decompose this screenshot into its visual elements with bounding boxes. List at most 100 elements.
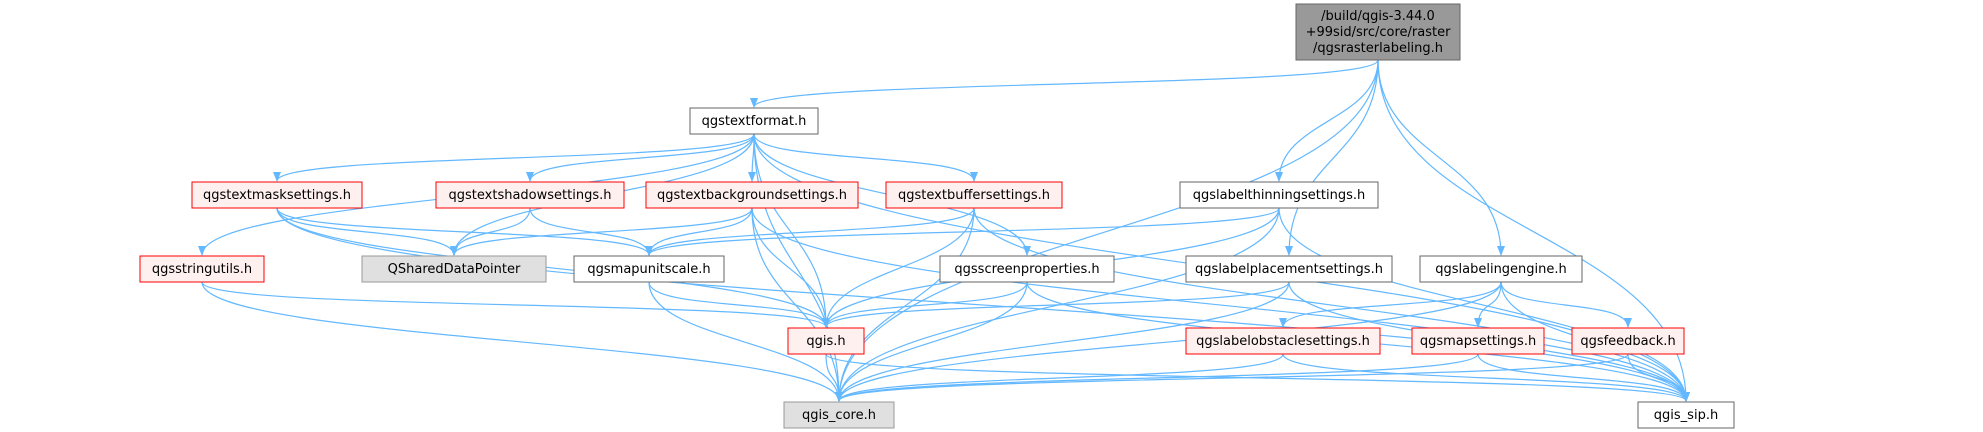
node-qshareddatapointer[interactable]: QSharedDataPointer [361, 255, 547, 283]
node-box-qgsfeedback[interactable] [1571, 327, 1685, 355]
node-label-qgis: qgis.h [806, 334, 845, 349]
edge-qgslabelthinningsettings-to-qgsmapunitscale [645, 207, 1280, 256]
edge-qgstextmasksettings-to-qgis_sip [276, 207, 1690, 402]
node-box-qgslabelingengine[interactable] [1419, 255, 1583, 283]
edge-qgsscreenproperties-to-qgis [822, 281, 1028, 328]
edge-qgsmapunitscale-to-qgis [648, 281, 830, 328]
node-box-qgstextformat[interactable] [689, 107, 819, 135]
edge-qgslabelingengine-to-qgslabelobstaclesettings [1279, 281, 1502, 328]
edge-qgstextbuffersettings-to-qgis_sip [973, 207, 1690, 402]
edge-qgslabelobstaclesettings-to-qgis_sip [1282, 353, 1690, 402]
edge-qgstextbackgroundsettings-to-qgis_core [751, 207, 843, 402]
edge-qgsmapsettings-to-qgis_sip [1477, 353, 1690, 402]
node-box-qgslabelplacementsettings[interactable] [1185, 255, 1393, 283]
node-box-qgstextmasksettings[interactable] [191, 181, 363, 209]
node-label-qgstextmasksettings: qgstextmasksettings.h [203, 188, 351, 203]
edge-root-to-qgstextformat [750, 59, 1379, 108]
node-root[interactable]: /build/qgis-3.44.0+99sid/src/core/raster… [1295, 3, 1461, 61]
node-label-qgis_sip: qgis_sip.h [1654, 408, 1718, 423]
node-label-qgsscreenproperties: qgsscreenproperties.h [954, 262, 1099, 277]
edge-qgstextformat-to-qgstextmasksettings [273, 133, 755, 182]
node-box-qgslabelobstaclesettings[interactable] [1185, 327, 1381, 355]
edge-qgslabelplacementsettings-to-qgis_core [835, 281, 1290, 402]
edge-qgsfeedback-to-qgis_sip [1627, 353, 1690, 402]
node-box-qgis[interactable] [787, 327, 865, 355]
node-qgsstringutils[interactable]: qgsstringutils.h [139, 255, 265, 283]
edge-qgstextbuffersettings-to-qgis [822, 207, 975, 328]
node-label-qgstextbackgroundsettings: qgstextbackgroundsettings.h [657, 188, 847, 203]
edge-root-to-qgslabelplacementsettings [1285, 59, 1379, 256]
node-label-qshareddatapointer: QSharedDataPointer [388, 262, 521, 277]
node-qgslabelobstaclesettings[interactable]: qgslabelobstaclesettings.h [1185, 327, 1381, 355]
nodes-layer: /build/qgis-3.44.0+99sid/src/core/raster… [139, 3, 1735, 429]
node-qgsscreenproperties[interactable]: qgsscreenproperties.h [939, 255, 1115, 283]
node-qgis_sip[interactable]: qgis_sip.h [1637, 401, 1735, 429]
edge-qgstextshadowsettings-to-qgsmapunitscale [529, 207, 653, 256]
node-box-root[interactable] [1295, 3, 1461, 61]
edge-qgslabelingengine-to-qgsfeedback [1500, 281, 1632, 328]
edge-qgstextmasksettings-to-qshareddatapointer [276, 207, 458, 256]
edge-qgstextbackgroundsettings-to-qgis [751, 207, 830, 328]
node-box-qgstextshadowsettings[interactable] [435, 181, 625, 209]
node-qgstextshadowsettings[interactable]: qgstextshadowsettings.h [435, 181, 625, 209]
node-label-qgsmapunitscale: qgsmapunitscale.h [587, 262, 710, 277]
node-qgis_core[interactable]: qgis_core.h [783, 401, 895, 429]
node-box-qgslabelthinningsettings[interactable] [1179, 181, 1379, 209]
edge-qgstextformat-to-qgis_core [753, 133, 843, 402]
node-label-qgslabelobstaclesettings: qgslabelobstaclesettings.h [1196, 334, 1370, 349]
node-box-qgis_sip[interactable] [1637, 401, 1735, 429]
node-qgstextformat[interactable]: qgstextformat.h [689, 107, 819, 135]
node-box-qgsmapsettings[interactable] [1411, 327, 1545, 355]
edge-root-to-qgslabelingengine [1377, 59, 1505, 256]
node-label-root: /qgsrasterlabeling.h [1313, 41, 1443, 56]
node-qgstextmasksettings[interactable]: qgstextmasksettings.h [191, 181, 363, 209]
node-label-qgstextformat: qgstextformat.h [702, 114, 807, 129]
node-qgsmapsettings[interactable]: qgsmapsettings.h [1411, 327, 1545, 355]
edge-qgstextbackgroundsettings-to-qgis_sip [751, 207, 1690, 402]
node-box-qgstextbuffersettings[interactable] [885, 181, 1063, 209]
edge-qgslabelplacementsettings-to-qgis [822, 281, 1290, 328]
edge-qgsscreenproperties-to-qgis_core [835, 281, 1028, 402]
node-box-qgsmapunitscale[interactable] [573, 255, 725, 283]
node-box-qgis_core[interactable] [783, 401, 895, 429]
node-qgslabelingengine[interactable]: qgslabelingengine.h [1419, 255, 1583, 283]
node-label-qgsmapsettings: qgsmapsettings.h [1420, 334, 1536, 349]
node-label-root: +99sid/src/core/raster [1306, 25, 1452, 40]
node-qgslabelthinningsettings[interactable]: qgslabelthinningsettings.h [1179, 181, 1379, 209]
edge-qgslabelingengine-to-qgsmapsettings [1474, 281, 1502, 328]
node-qgsfeedback[interactable]: qgsfeedback.h [1571, 327, 1685, 355]
edge-root-to-qgslabelthinningsettings [1275, 59, 1379, 182]
edge-qgslabelthinningsettings-to-qgis_sip [1278, 207, 1690, 402]
edge-qgslabelingengine-to-qgis_core [835, 281, 1502, 402]
edge-qgsmapsettings-to-qgis_core [835, 353, 1479, 402]
edge-qgstextmasksettings-to-qgsmapunitscale [276, 207, 653, 256]
edge-qgstextformat-to-qgstextshadowsettings [526, 133, 755, 182]
node-label-qgstextbuffersettings: qgstextbuffersettings.h [898, 188, 1050, 203]
node-label-qgslabelthinningsettings: qgslabelthinningsettings.h [1193, 188, 1365, 203]
edge-qgstextbuffersettings-to-qgsmapunitscale [645, 207, 975, 256]
edge-qgstextformat-to-qgstextbuffersettings [753, 133, 978, 182]
node-label-qgsfeedback: qgsfeedback.h [1580, 334, 1675, 349]
node-box-qgsscreenproperties[interactable] [939, 255, 1115, 283]
node-qgsmapunitscale[interactable]: qgsmapunitscale.h [573, 255, 725, 283]
edge-qgsstringutils-to-qgis_core [201, 281, 843, 402]
node-box-qgstextbackgroundsettings[interactable] [645, 181, 859, 209]
node-qgslabelplacementsettings[interactable]: qgslabelplacementsettings.h [1185, 255, 1393, 283]
node-label-qgslabelingengine: qgslabelingengine.h [1435, 262, 1567, 277]
node-label-root: /build/qgis-3.44.0 [1321, 9, 1435, 24]
node-box-qgsstringutils[interactable] [139, 255, 265, 283]
edge-qgstextbackgroundsettings-to-qshareddatapointer [450, 207, 753, 256]
edge-qgslabelobstaclesettings-to-qgis_core [835, 353, 1284, 402]
edge-qgsmapunitscale-to-qgis_core [648, 281, 843, 402]
node-label-qgslabelplacementsettings: qgslabelplacementsettings.h [1195, 262, 1383, 277]
node-qgstextbackgroundsettings[interactable]: qgstextbackgroundsettings.h [645, 181, 859, 209]
node-label-qgis_core: qgis_core.h [802, 408, 876, 423]
node-qgstextbuffersettings[interactable]: qgstextbuffersettings.h [885, 181, 1063, 209]
edge-qgsstringutils-to-qgis [201, 281, 830, 328]
node-label-qgstextshadowsettings: qgstextshadowsettings.h [449, 188, 612, 203]
node-qgis[interactable]: qgis.h [787, 327, 865, 355]
node-label-qgsstringutils: qgsstringutils.h [152, 262, 252, 277]
node-box-qshareddatapointer[interactable] [361, 255, 547, 283]
edge-root-to-qgis_core [835, 59, 1379, 402]
